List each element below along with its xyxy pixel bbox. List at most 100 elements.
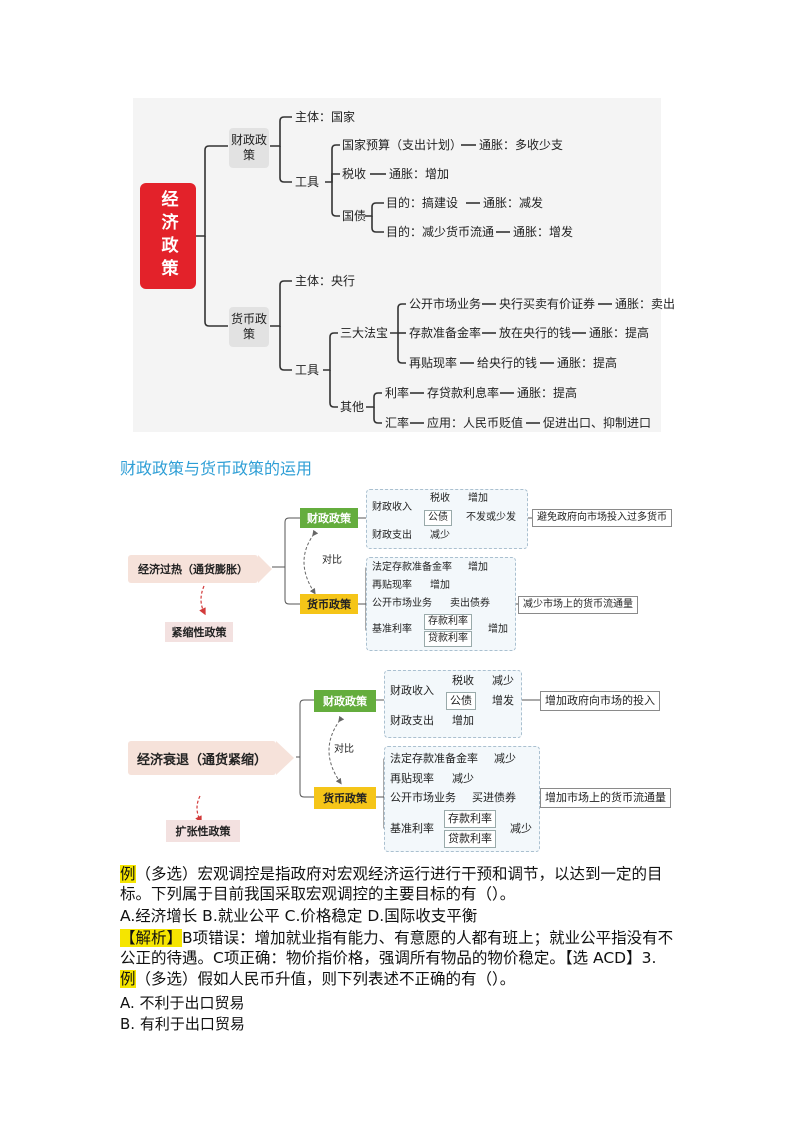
recession-tax: 税收 (452, 674, 474, 687)
overheat-rrr: 法定存款准备金率 (372, 562, 452, 573)
overheat-base-v: 增加 (488, 624, 508, 635)
recession-rediscount-v: 减少 (452, 772, 474, 785)
monetary-tools: 工具 (295, 363, 320, 377)
recession-policy: 扩张性政策 (166, 820, 240, 842)
fiscal-bond-goal2-inflation: 通胀：增发 (513, 225, 574, 239)
overheat-expense-v: 减少 (430, 530, 450, 541)
recession-omo-result: 增加市场上的货币流通量 (540, 788, 671, 808)
monetary-rate-desc: 存贷款利息率 (427, 386, 500, 400)
question2-tag: 例 (120, 970, 136, 988)
monetary-rrr-desc: 放在央行的钱 (499, 326, 572, 340)
overheat-bond-v: 不发或少发 (466, 512, 516, 523)
recession-label: 经济衰退（通货紧缩） (128, 741, 276, 775)
monetary-fx-desc: 应用：人民币贬值 (427, 416, 524, 430)
question2-option-b: B. 有利于出口贸易 (120, 1015, 245, 1033)
overheat-bond: 公债 (424, 510, 452, 526)
fiscal-tax-inflation: 通胀：增加 (389, 167, 450, 181)
fiscal-budget-inflation: 通胀：多收少支 (479, 138, 564, 152)
monetary-rate: 利率 (385, 386, 410, 400)
section-title: 财政政策与货币政策的运用 (120, 459, 313, 478)
recession-deposit: 存款利率 (444, 810, 496, 828)
question1-tag: 例 (120, 865, 136, 883)
recession-income: 财政收入 (390, 684, 434, 697)
overheat-base-rate: 基准利率 (372, 624, 412, 635)
monetary-rrr-inflation: 通胀：提高 (589, 326, 650, 340)
mindmap-root: 经济政策 (140, 183, 196, 289)
fiscal-bond-goal1-inflation: 通胀：减发 (483, 196, 544, 210)
overheat-loan: 贷款利率 (424, 631, 472, 647)
overheat-rediscount-v: 增加 (430, 580, 450, 591)
monetary-rate-inflation: 通胀：提高 (517, 386, 578, 400)
monetary-rediscount: 再贴现率 (409, 356, 458, 370)
overheat-income: 财政收入 (372, 502, 412, 513)
recession-expense-v: 增加 (452, 714, 474, 727)
question1-paragraph: 例（多选）宏观调控是指政府对宏观经济运行进行干预和调节，以达到一定的目标。下列属… (120, 864, 680, 904)
fiscal-subject: 主体：国家 (295, 110, 356, 124)
overheat-omo: 公开市场业务 (372, 598, 432, 609)
recession-tax-v: 减少 (492, 674, 514, 687)
overheat-label: 经济过热（通货膨胀） (128, 555, 258, 583)
recession-expense: 财政支出 (390, 714, 434, 727)
monetary-omo-inflation: 通胀：卖出 (615, 297, 676, 311)
recession-omo-v: 买进债券 (472, 791, 516, 804)
recession-fiscal: 财政政策 (314, 690, 376, 712)
fiscal-bond: 国债 (342, 209, 367, 223)
overheat-fiscal: 财政政策 (300, 508, 358, 528)
overheat-rediscount: 再贴现率 (372, 580, 412, 591)
mindmap-panel (133, 98, 661, 432)
recession-base-v: 减少 (510, 822, 532, 835)
monetary-rediscount-inflation: 通胀：提高 (557, 356, 618, 370)
overheat-compare: 对比 (322, 555, 342, 566)
analysis-text: B项错误：增加就业指有能力、有意愿的人都有班上；就业公平指没有不公正的待遇。C项… (120, 929, 674, 967)
recession-bond: 公债 (446, 692, 476, 710)
recession-rediscount: 再贴现率 (390, 772, 434, 785)
question1-text: （多选）宏观调控是指政府对宏观经济运行进行干预和调节，以达到一定的目标。下列属于… (120, 865, 663, 903)
overheat-expense: 财政支出 (372, 530, 412, 541)
recession-fiscal-box (384, 670, 522, 738)
overheat-rrr-v: 增加 (468, 562, 488, 573)
question1-options: A.经济增长 B.就业公平 C.价格稳定 D.国际收支平衡 (120, 907, 478, 925)
recession-bond-v: 增发 (492, 694, 514, 707)
monetary-omo: 公开市场业务 (409, 297, 482, 311)
question2-option-a: A. 不利于出口贸易 (120, 994, 245, 1012)
monetary-rrr: 存款准备金率 (409, 326, 482, 340)
monetary-fx: 汇率 (385, 416, 410, 430)
recession-omo: 公开市场业务 (390, 791, 456, 804)
overheat-omo-v: 卖出债券 (450, 598, 490, 609)
overheat-bond-result: 避免政府向市场投入过多货币 (532, 509, 672, 527)
fiscal-bond-goal2: 目的：减少货币流通 (386, 225, 495, 239)
recession-rrr: 法定存款准备金率 (390, 752, 478, 765)
overheat-omo-result: 减少市场上的货币流通量 (518, 596, 638, 614)
fiscal-policy-node: 财政政策 (229, 128, 269, 168)
recession-rrr-v: 减少 (494, 752, 516, 765)
monetary-rediscount-desc: 给央行的钱 (477, 356, 538, 370)
overheat-tax-v: 增加 (468, 493, 488, 504)
recession-compare: 对比 (334, 744, 354, 755)
monetary-policy-node: 货币政策 (229, 307, 269, 347)
monetary-subject: 主体：央行 (295, 274, 356, 288)
recession-monetary: 货币政策 (314, 787, 376, 809)
question2-paragraph: 例（多选）假如人民币升值，则下列表述不正确的有（）。 (120, 969, 680, 989)
analysis-tag: 【解析】 (120, 929, 183, 947)
recession-bond-result: 增加政府向市场的投入 (540, 691, 660, 711)
question2-text: （多选）假如人民币升值，则下列表述不正确的有（）。 (135, 970, 516, 988)
recession-loan: 贷款利率 (444, 830, 496, 848)
monetary-other: 其他 (340, 400, 365, 414)
overheat-tax: 税收 (430, 493, 450, 504)
monetary-fx-effect: 促进出口、抑制进口 (543, 416, 652, 430)
monetary-three: 三大法宝 (340, 326, 389, 340)
overheat-policy: 紧缩性政策 (165, 622, 233, 642)
fiscal-tools: 工具 (295, 175, 320, 189)
fiscal-bond-goal1: 目的：搞建设 (386, 196, 459, 210)
monetary-omo-desc: 央行买卖有价证券 (499, 297, 596, 311)
overheat-deposit: 存款利率 (424, 614, 472, 630)
overheat-monetary: 货币政策 (300, 594, 358, 614)
analysis-paragraph: 【解析】B项错误：增加就业指有能力、有意愿的人都有班上；就业公平指没有不公正的待… (120, 928, 680, 968)
fiscal-budget: 国家预算（支出计划） (342, 138, 463, 152)
recession-monetary-box (384, 746, 540, 852)
fiscal-tax: 税收 (342, 167, 367, 181)
recession-base-rate: 基准利率 (390, 822, 434, 835)
